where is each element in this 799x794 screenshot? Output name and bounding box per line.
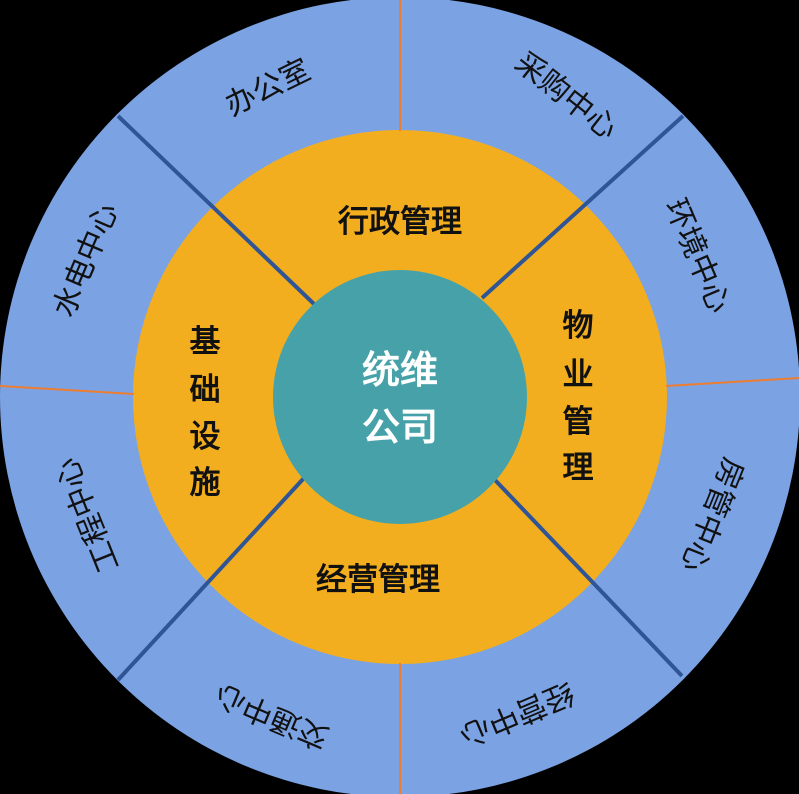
center-circle	[273, 270, 527, 524]
inner-char: 基	[190, 324, 221, 360]
inner-label-operations: 经营管理	[316, 562, 440, 598]
inner-char: 理	[563, 450, 594, 486]
inner-char: 管	[563, 404, 594, 440]
center-label-line2: 公司	[362, 405, 438, 449]
divider-top-right	[480, 114, 685, 300]
inner-label-property: 物 业 管 理	[563, 308, 594, 486]
inner-char: 施	[190, 465, 221, 501]
inner-char: 设	[190, 419, 221, 455]
divider-left	[0, 385, 135, 395]
inner-char: 物	[563, 308, 594, 344]
divider-right	[665, 377, 799, 387]
divider-bottom-left	[116, 476, 306, 682]
inner-label-infrastructure: 基 础 设 施	[190, 324, 221, 501]
inner-label-admin: 行政管理	[337, 204, 462, 240]
inner-char: 础	[190, 372, 221, 408]
divider-bottom-right	[493, 478, 684, 678]
center-label-line1: 统维	[362, 348, 438, 392]
divider-top-left	[116, 114, 316, 306]
inner-char: 业	[563, 357, 594, 393]
